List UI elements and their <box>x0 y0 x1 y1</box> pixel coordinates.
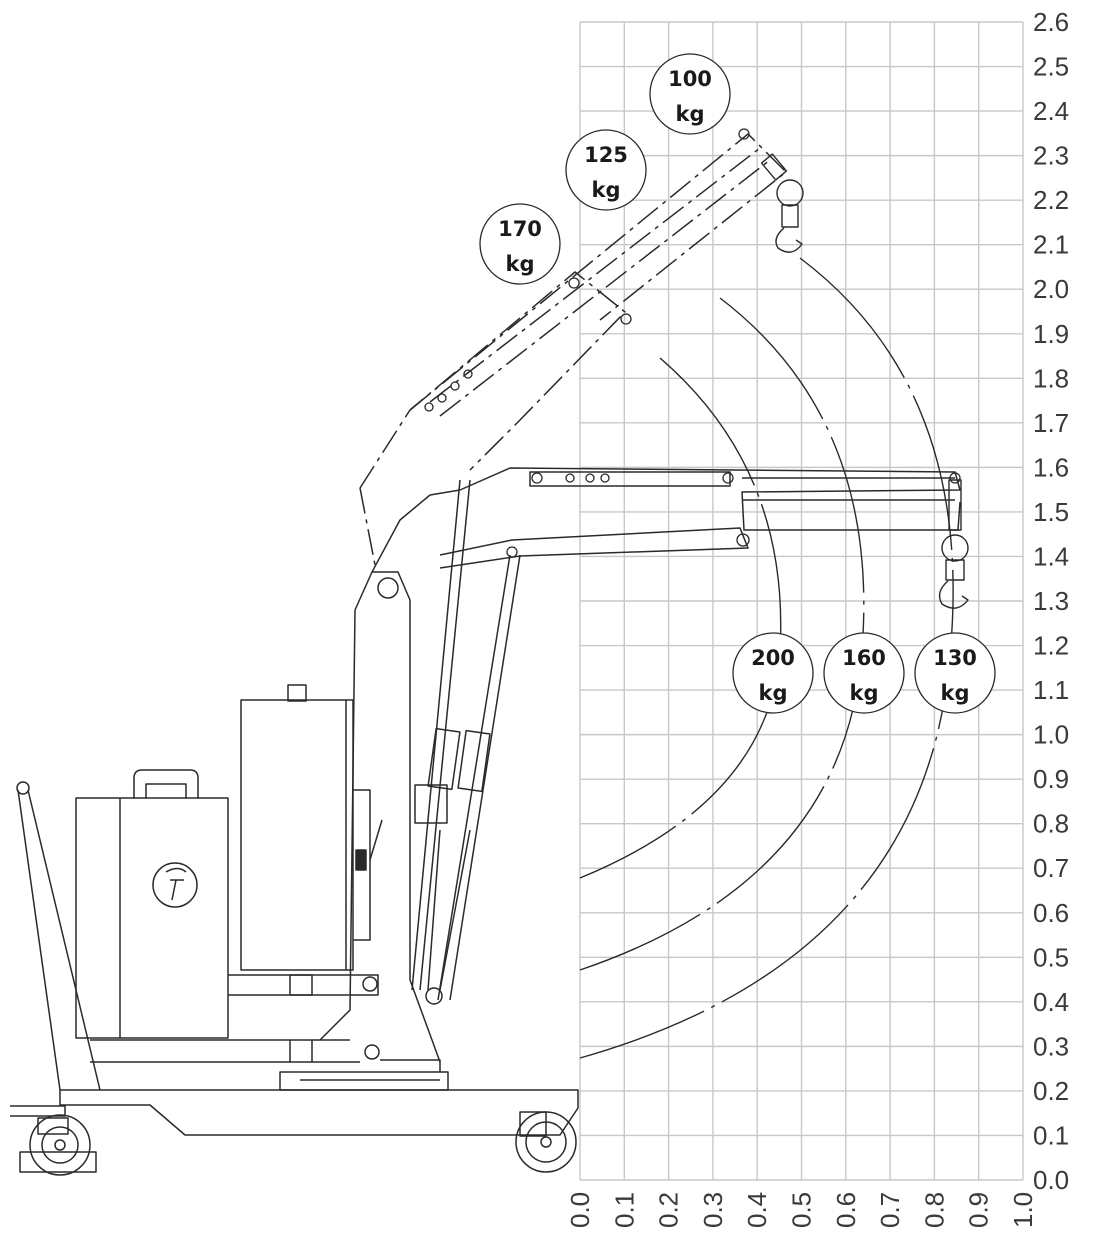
y-tick-label: 0.4 <box>1033 987 1069 1017</box>
hydraulic-cylinders <box>412 480 490 1004</box>
x-tick-label: 0.9 <box>964 1192 994 1228</box>
load-value: 130 <box>933 646 977 670</box>
load-unit: kg <box>676 102 705 126</box>
base-frame <box>60 975 578 1135</box>
y-tick-label: 1.9 <box>1033 319 1069 349</box>
y-tick-label: 0.0 <box>1033 1165 1069 1195</box>
y-tick-label: 1.2 <box>1033 631 1069 661</box>
load-unit: kg <box>850 681 879 705</box>
y-tick-label: 1.1 <box>1033 675 1069 705</box>
y-tick-label: 1.6 <box>1033 452 1069 482</box>
boom-raised-pins <box>425 129 749 411</box>
power-unit <box>241 685 382 970</box>
load-badge-160: 160 kg <box>823 632 905 714</box>
x-tick-label: 0.4 <box>742 1192 772 1228</box>
x-tick-label: 0.7 <box>875 1192 905 1228</box>
y-tick-label: 2.6 <box>1033 7 1069 37</box>
y-tick-label: 2.1 <box>1033 230 1069 260</box>
hook-raised <box>762 154 803 252</box>
load-badge-125: 125 kg <box>565 129 647 211</box>
load-unit: kg <box>759 681 788 705</box>
x-tick-label: 0.5 <box>787 1192 817 1228</box>
wheel-front <box>516 1112 576 1172</box>
crane-drawing <box>10 129 968 1175</box>
load-badge-200: 200 kg <box>732 632 814 714</box>
x-tick-label: 0.2 <box>654 1192 684 1228</box>
x-tick-label: 0.8 <box>919 1192 949 1228</box>
y-tick-label: 1.0 <box>1033 720 1069 750</box>
boom-horizontal <box>372 468 960 572</box>
y-tick-label: 0.5 <box>1033 942 1069 972</box>
load-badge-170: 170 kg <box>479 203 561 285</box>
load-value: 200 <box>751 646 795 670</box>
tow-handle <box>17 782 100 1090</box>
load-value: 100 <box>668 67 712 91</box>
y-tick-label: 0.1 <box>1033 1120 1069 1150</box>
y-tick-label: 1.8 <box>1033 363 1069 393</box>
y-tick-label: 2.0 <box>1033 274 1069 304</box>
load-unit: kg <box>941 681 970 705</box>
load-unit: kg <box>592 178 621 202</box>
y-tick-label: 2.4 <box>1033 96 1069 126</box>
load-badges-horizontal: 200 kg 160 kg 130 kg <box>732 632 996 714</box>
reach-arc-200kg <box>579 357 782 879</box>
y-tick-label: 0.9 <box>1033 764 1069 794</box>
y-tick-label: 2.3 <box>1033 141 1069 171</box>
load-value: 160 <box>842 646 886 670</box>
load-badge-130: 130 kg <box>914 632 996 714</box>
load-value: 125 <box>584 143 628 167</box>
y-axis-ticks: 0.0 0.1 0.2 0.3 0.4 0.5 0.6 0.7 0.8 0.9 1.0 1.1 1.2 1… <box>1033 7 1069 1195</box>
boom-horizontal-pins <box>507 473 960 557</box>
y-tick-label: 0.2 <box>1033 1076 1069 1106</box>
y-tick-label: 1.3 <box>1033 586 1069 616</box>
grid <box>579 21 1024 1181</box>
y-tick-label: 2.5 <box>1033 52 1069 82</box>
x-tick-label: 0.1 <box>609 1192 639 1228</box>
load-value: 170 <box>498 217 542 241</box>
x-axis-ticks: 0.0 0.1 0.2 0.3 0.4 0.5 0.6 0.7 0.8 0.9 1.0 <box>565 1192 1038 1228</box>
y-tick-label: 0.8 <box>1033 809 1069 839</box>
hook-horizontal <box>940 480 968 608</box>
y-tick-label: 1.7 <box>1033 408 1069 438</box>
y-tick-label: 1.4 <box>1033 541 1069 571</box>
reach-arc-160kg <box>579 297 865 971</box>
wheel-rear <box>10 1106 96 1175</box>
x-tick-label: 0.3 <box>698 1192 728 1228</box>
y-tick-label: 2.2 <box>1033 185 1069 215</box>
boom-raised <box>360 134 786 565</box>
y-tick-label: 0.6 <box>1033 898 1069 928</box>
load-badges-raised: 170 kg 125 kg 100 kg <box>479 53 731 285</box>
x-tick-label: 1.0 <box>1008 1192 1038 1228</box>
load-unit: kg <box>506 252 535 276</box>
x-tick-label: 0.0 <box>565 1192 595 1228</box>
y-tick-label: 0.3 <box>1033 1031 1069 1061</box>
y-tick-label: 0.7 <box>1033 853 1069 883</box>
load-badge-100: 100 kg <box>649 53 731 135</box>
y-tick-label: 1.5 <box>1033 497 1069 527</box>
x-tick-label: 0.6 <box>831 1192 861 1228</box>
battery-box <box>76 770 228 1038</box>
